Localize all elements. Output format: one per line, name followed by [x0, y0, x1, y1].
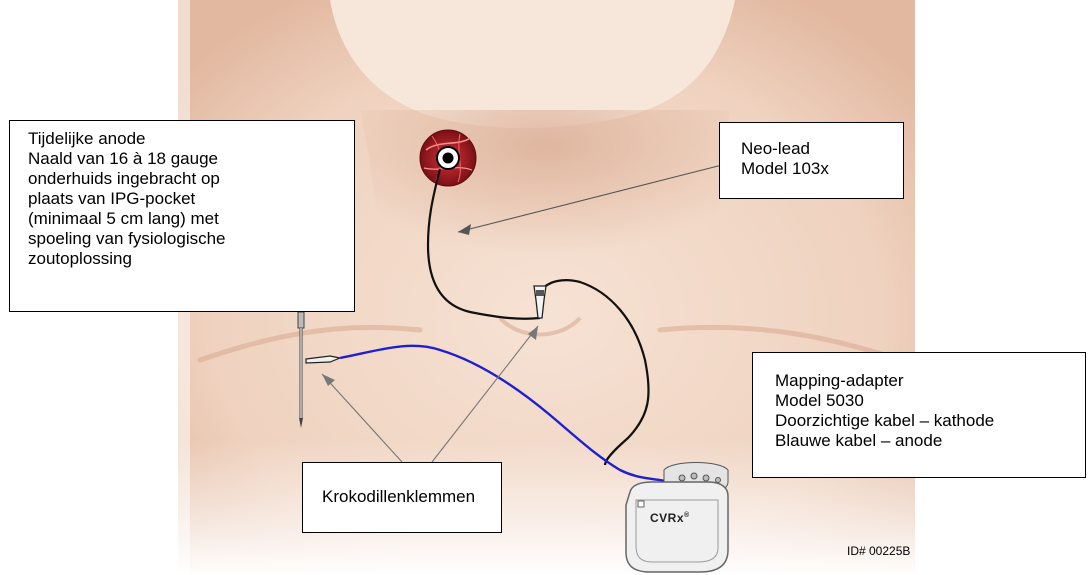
callout-line: Neo-lead: [741, 139, 893, 159]
callout-line: Tijdelijke anode: [28, 129, 344, 149]
callout-line: Naald van 16 à 18 gauge: [28, 149, 344, 169]
callout-mapping-adapter: Mapping-adapter Model 5030 Doorzichtige …: [752, 352, 1086, 478]
device-brand-mark: ®: [684, 512, 690, 519]
device-brand-text: CVRx: [650, 511, 684, 525]
callout-line: (minimaal 5 cm lang) met: [28, 209, 344, 229]
callout-line: Doorzichtige kabel – kathode: [775, 411, 1075, 431]
callout-line: Krokodillenklemmen: [322, 487, 491, 507]
callout-neo-lead: Neo-lead Model 103x: [719, 122, 904, 199]
callout-line: Model 5030: [775, 391, 1075, 411]
callout-line: zoutoplossing: [28, 249, 344, 269]
callout-line: plaats van IPG-pocket: [28, 189, 344, 209]
document-id-label: ID# 00225B: [847, 544, 910, 558]
callout-line: Blauwe kabel – anode: [775, 431, 1075, 451]
callout-temporary-anode: Tijdelijke anode Naald van 16 à 18 gauge…: [9, 120, 355, 312]
artery-electrode-icon: [420, 130, 476, 186]
callout-line: spoeling van fysiologische: [28, 229, 344, 249]
callout-alligator-clips: Krokodillenklemmen: [302, 462, 502, 533]
callout-line: Model 103x: [741, 159, 893, 179]
device-brand-label: CVRx®: [650, 511, 690, 525]
neck-shadow: [360, 110, 730, 290]
callout-line: onderhuids ingebracht op: [28, 169, 344, 189]
callout-line: Mapping-adapter: [775, 371, 1075, 391]
